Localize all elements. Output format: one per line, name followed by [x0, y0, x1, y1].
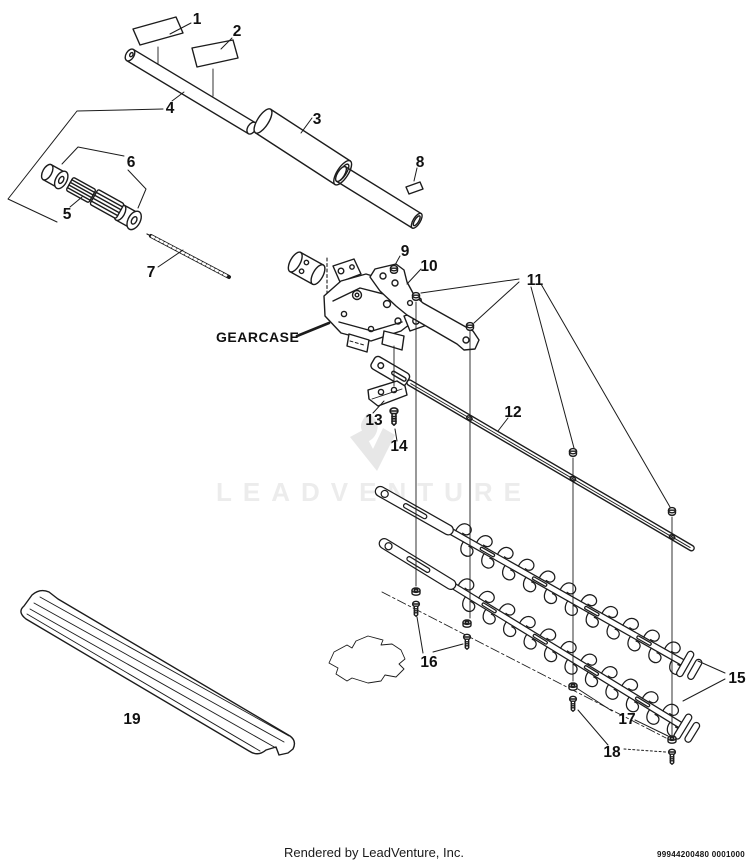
- splined-coupler-b: [89, 189, 125, 219]
- drive-shaft-tube: [124, 48, 258, 135]
- leader-line-17b: [634, 719, 669, 737]
- bolt-9: [389, 264, 399, 274]
- upper-support-bracket: [369, 263, 480, 351]
- document-number: 99944200480 0001000: [657, 850, 745, 859]
- callout-8[interactable]: 8: [416, 154, 425, 171]
- leader-line-15a: [697, 660, 726, 674]
- decal-2: [191, 39, 239, 68]
- callout-12[interactable]: 12: [504, 404, 521, 421]
- callout-19[interactable]: 19: [123, 711, 141, 728]
- watermark-text: LEADVENTURE: [216, 477, 532, 507]
- bolt-11b: [465, 321, 475, 331]
- callout-15[interactable]: 15: [728, 670, 746, 687]
- outer-tube: [253, 108, 353, 186]
- leader-line-5: [69, 196, 83, 208]
- leader-line-7: [157, 249, 184, 268]
- leader-line-6a: [61, 146, 125, 165]
- bracket-line-4: [7, 108, 164, 223]
- leader-line-11b: [473, 281, 520, 324]
- callout-13[interactable]: 13: [365, 412, 383, 429]
- leader-line-1: [169, 22, 192, 35]
- nut-17a: [568, 682, 578, 691]
- callout-9[interactable]: 9: [401, 243, 410, 260]
- blade-scabbard: [20, 589, 296, 756]
- gearcase-label: GEARCASE: [216, 329, 299, 345]
- screw-18a: [568, 695, 578, 712]
- screw-14: [389, 407, 399, 426]
- leader-line-15b: [682, 678, 726, 702]
- leader-lines: [7, 22, 726, 753]
- callout-1[interactable]: 1: [193, 11, 202, 28]
- leader-line-13: [372, 400, 385, 414]
- rendered-by-text: Rendered by LeadVenture, Inc.: [284, 845, 464, 860]
- callout-2[interactable]: 2: [233, 23, 242, 40]
- callout-3[interactable]: 3: [313, 111, 322, 128]
- splined-coupler-a: [66, 177, 96, 203]
- clamp-plate: [367, 380, 408, 407]
- gearcase-leader-line: [295, 321, 331, 338]
- callout-4[interactable]: 4: [166, 100, 175, 117]
- decal-8: [405, 181, 424, 195]
- callout-16[interactable]: 16: [420, 654, 438, 671]
- leader-line-18b: [623, 748, 667, 753]
- callout-5[interactable]: 5: [63, 206, 72, 223]
- callout-14[interactable]: 14: [390, 438, 408, 455]
- leader-line-17a: [577, 688, 613, 712]
- bolt-11a: [411, 291, 421, 301]
- leader-line-16a: [416, 616, 424, 654]
- screw-16b: [462, 633, 472, 650]
- screw-16a: [411, 600, 421, 617]
- nut-17b: [667, 735, 677, 744]
- guard-gasket-outline: [328, 635, 406, 684]
- callouts: 1 2 3 4 5 6 7 8 9 10 11 12 13 14 15 16 1…: [63, 11, 746, 761]
- flexible-drive-shaft: [146, 233, 231, 279]
- callout-17[interactable]: 17: [618, 711, 635, 728]
- leader-line-16b: [432, 643, 464, 653]
- leadventure-flame-v-logo: [350, 413, 395, 471]
- leader-line-18a: [577, 709, 609, 746]
- callout-7[interactable]: 7: [147, 264, 156, 281]
- leader-line-14: [394, 428, 398, 442]
- leader-line-8: [413, 167, 418, 182]
- callout-6[interactable]: 6: [127, 154, 136, 171]
- cutter-blade-upper: [369, 477, 705, 684]
- lower-tube: [334, 165, 423, 229]
- leader-line-11a: [420, 278, 520, 294]
- nut-16a: [411, 587, 421, 596]
- leader-line-11d: [540, 283, 671, 508]
- footer: Rendered by LeadVenture, Inc. 9994420048…: [284, 845, 745, 860]
- leader-line-11c: [530, 286, 575, 449]
- alignment-lines: [157, 46, 673, 739]
- screw-18b: [667, 748, 677, 765]
- leader-line-3: [300, 117, 313, 134]
- leader-line-10: [406, 268, 422, 285]
- bolt-11d: [667, 506, 677, 516]
- callout-10[interactable]: 10: [420, 258, 437, 275]
- callout-11[interactable]: 11: [527, 272, 544, 289]
- callout-18[interactable]: 18: [603, 744, 621, 761]
- bolt-11c: [568, 447, 578, 457]
- coupler-cap-left: [40, 163, 69, 190]
- decal-1: [132, 16, 184, 46]
- leader-line-2: [220, 37, 233, 50]
- nut-16b: [462, 619, 472, 628]
- leader-line-4: [171, 91, 185, 102]
- leader-line-12: [497, 417, 509, 432]
- leader-line-6b: [127, 169, 147, 209]
- leader-line-9: [394, 255, 401, 266]
- blade-support-bar: [370, 355, 695, 552]
- cutter-blade-lower: [373, 529, 703, 746]
